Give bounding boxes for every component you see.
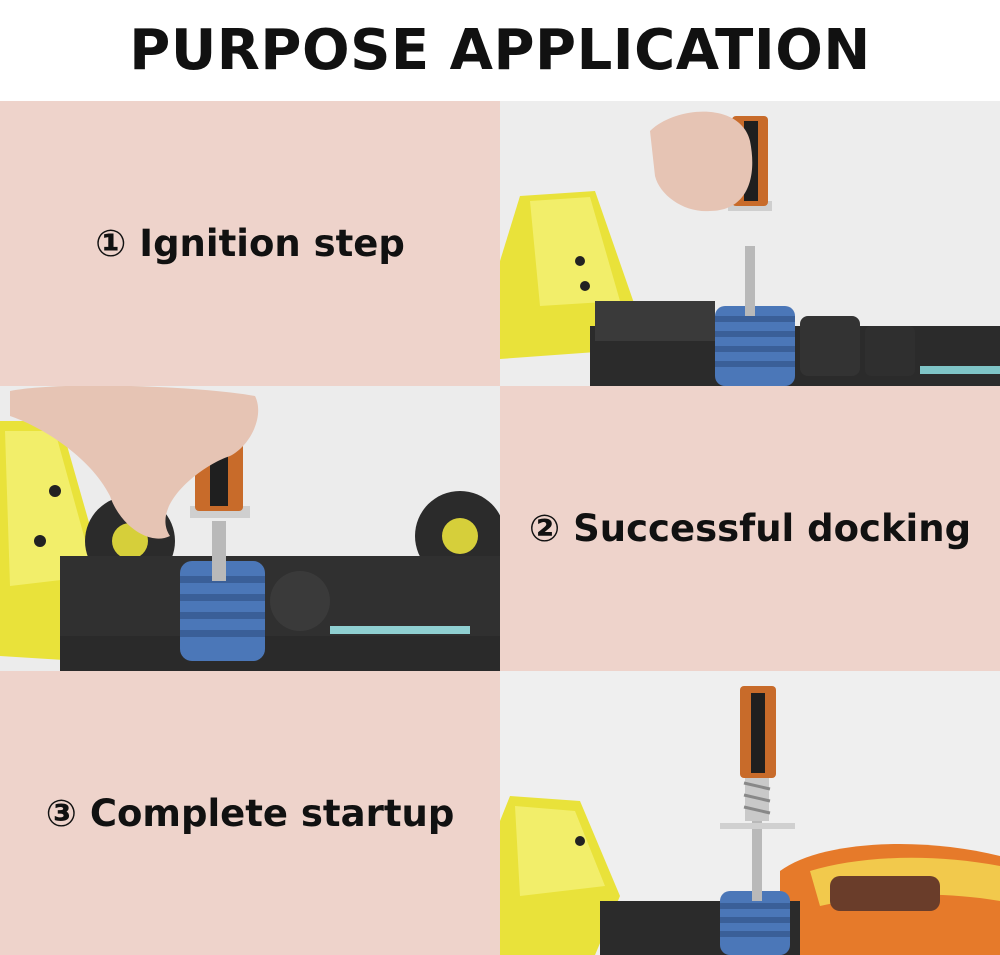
step-3-panel: ③ Complete startup: [0, 671, 500, 955]
rc-car-startup-photo: [500, 671, 1000, 955]
step-2-label: ② Successful docking: [528, 507, 972, 550]
rc-car-igniter-photo: [500, 101, 1000, 386]
step-1-label: ① Ignition step: [95, 222, 405, 265]
rc-car-docking-photo: [0, 386, 500, 671]
step-3-photo: [500, 671, 1000, 955]
step-2-panel: ② Successful docking: [500, 386, 1000, 671]
page-title: PURPOSE APPLICATION: [129, 17, 871, 83]
step-1-panel: ① Ignition step: [0, 101, 500, 386]
step-3-label: ③ Complete startup: [45, 791, 455, 835]
steps-grid: ① Ignition step: [0, 101, 1000, 955]
page-header: PURPOSE APPLICATION: [0, 0, 1000, 100]
step-2-photo: [0, 386, 500, 671]
glow-igniter-icon: [720, 686, 795, 901]
engine-head-icon: [715, 306, 795, 386]
step-1-photo: [500, 101, 1000, 386]
engine-head-icon: [720, 891, 790, 955]
